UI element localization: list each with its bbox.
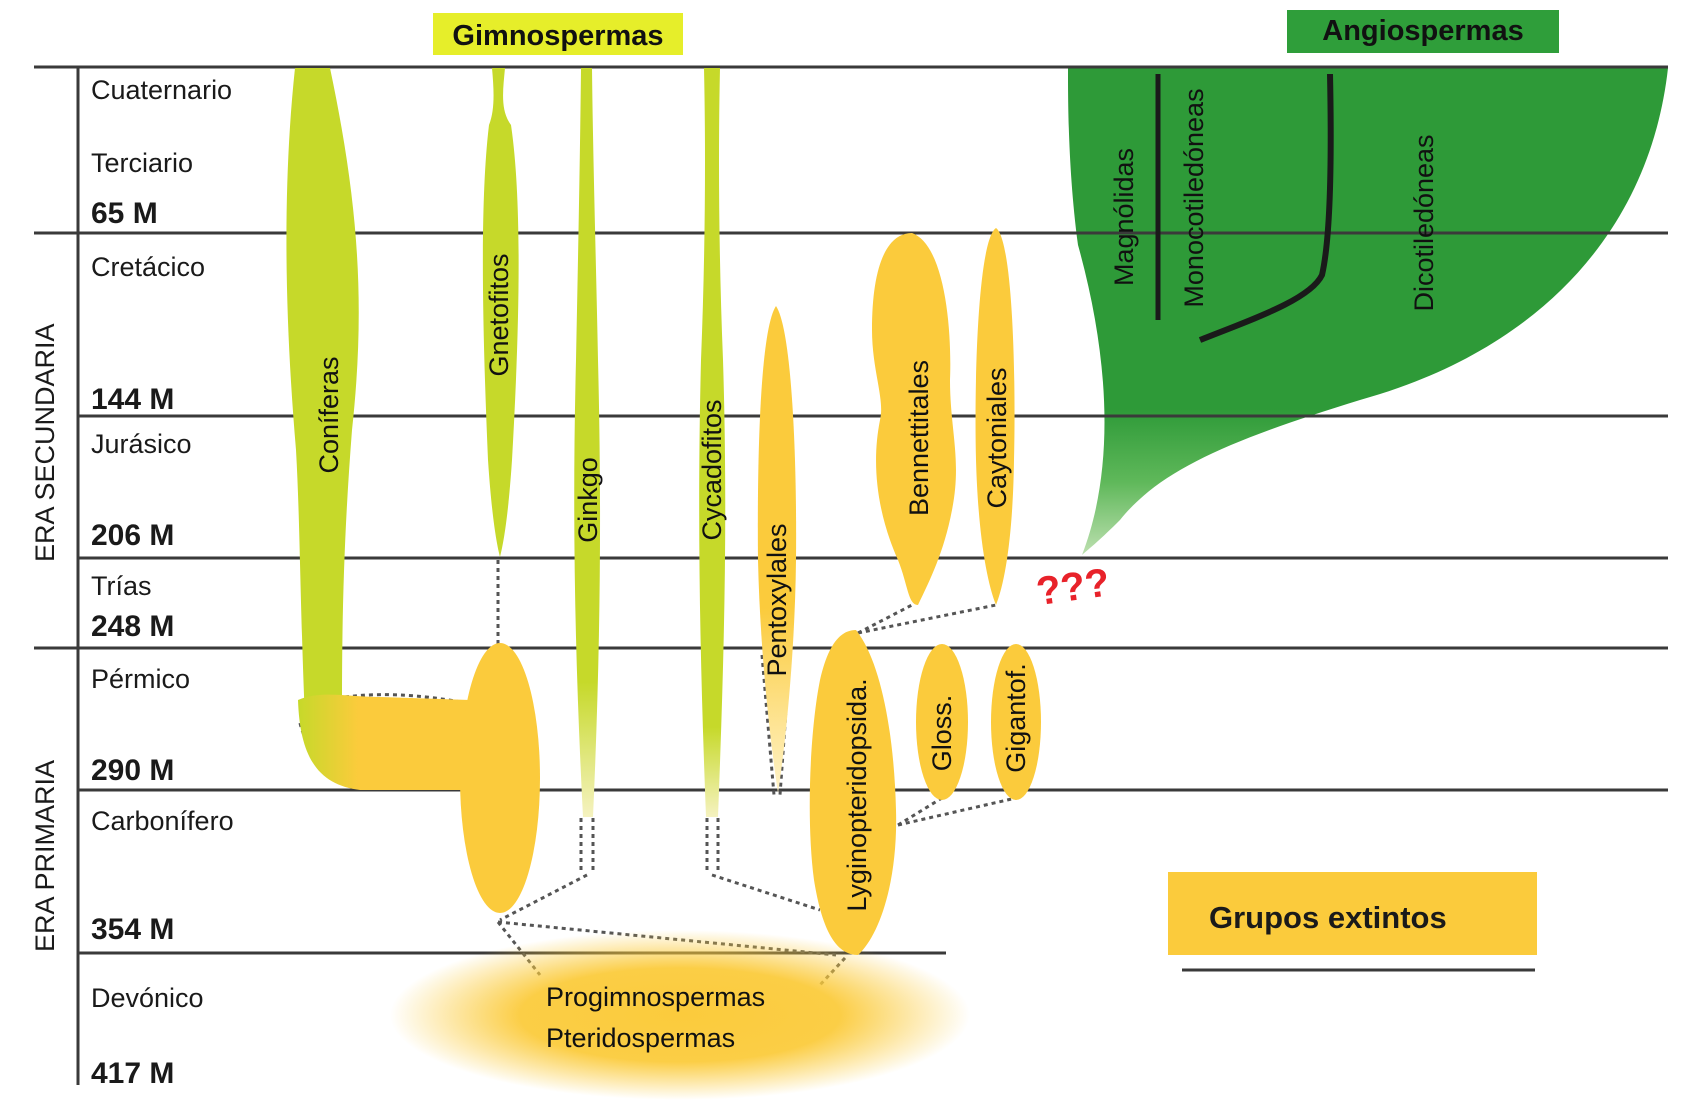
- period-terciario: Terciario: [91, 148, 193, 178]
- connector-gigantof: [897, 796, 1017, 827]
- origin-glow: [390, 930, 970, 1100]
- period-permico: Pérmico: [91, 664, 190, 694]
- origin-pteridospermas: Pteridospermas: [546, 1023, 735, 1053]
- label-gloss: Gloss.: [927, 695, 957, 772]
- mya-206: 206 M: [91, 519, 174, 552]
- label-gigantof: Gigantof.: [1001, 663, 1031, 773]
- label-bennettitales: Bennettitales: [904, 360, 934, 516]
- angiosperm-clade: [1068, 68, 1668, 555]
- label-pentoxylales: Pentoxylales: [762, 523, 792, 676]
- connector-lygino-cayto: [857, 603, 997, 635]
- mya-354: 354 M: [91, 913, 174, 946]
- caytoniales-shape: [975, 228, 1015, 605]
- gloss-shape: [916, 644, 968, 800]
- label-coniferas: Coníferas: [314, 356, 344, 473]
- legend-extinct-swatch: [1168, 872, 1537, 955]
- connector-gloss: [897, 796, 943, 827]
- label-caytoniales: Caytoniales: [982, 367, 1012, 508]
- label-ginkgo: Ginkgo: [573, 457, 603, 543]
- period-carbonifero: Carbonífero: [91, 806, 234, 836]
- mya-248: 248 M: [91, 610, 174, 643]
- pentoxylales-shape: [757, 306, 797, 793]
- mya-65: 65 M: [91, 197, 158, 230]
- era-secondary-label: ERA SECUNDARIA: [30, 323, 60, 562]
- gigantof-shape: [991, 644, 1041, 800]
- label-dicotiledoneas: Dicotiledóneas: [1409, 134, 1439, 311]
- unknown-origin-marks: ???: [1034, 560, 1113, 614]
- period-devonico: Devónico: [91, 983, 204, 1013]
- coniferas-foot: [298, 694, 470, 790]
- cycadofitos-branch: [699, 68, 726, 817]
- gnetofitos-branch: [482, 68, 519, 557]
- gymnosperms-header-bg: [433, 13, 683, 55]
- period-cuaternario: Cuaternario: [91, 75, 232, 105]
- bennettitales-shape: [872, 233, 956, 605]
- gymnosperms-header: Gimnospermas: [452, 20, 663, 52]
- lyginopteridopsida-shape: [809, 630, 897, 955]
- label-cycadofitos: Cycadofitos: [697, 399, 727, 540]
- mya-144: 144 M: [91, 383, 174, 416]
- label-lyginopteridopsida: Lyginopteridopsida.: [842, 678, 872, 911]
- dicot-mono-split-line: [1198, 73, 1334, 343]
- label-monocotiledoneas: Monocotiledóneas: [1179, 88, 1209, 307]
- label-gnetofitos: Gnetofitos: [484, 253, 514, 376]
- ginkgo-branch: [574, 68, 601, 817]
- connector-lygino-benne: [857, 603, 913, 635]
- origin-progimnospermas: Progimnospermas: [546, 982, 765, 1012]
- connector-coniferas-foot: [344, 693, 491, 710]
- period-trias: Trías: [91, 571, 152, 601]
- mya-417: 417 M: [91, 1057, 174, 1090]
- period-jurasico: Jurásico: [91, 429, 192, 459]
- legend-extinct-label: Grupos extintos: [1209, 900, 1447, 935]
- angiosperms-header: Angiospermas: [1322, 15, 1523, 47]
- coniferas-branch: [286, 68, 359, 720]
- connector-ginkgo-origin: [499, 873, 588, 922]
- connector-cycad-origin: [711, 873, 821, 912]
- angiosperms-header-bg: [1287, 10, 1559, 53]
- era-primary-label: ERA PRIMARIA: [30, 760, 60, 952]
- label-magnolidas: Magnólidas: [1109, 148, 1139, 286]
- progymnosperm-blob: [460, 643, 540, 913]
- period-cretacico: Cretácico: [91, 252, 205, 282]
- mya-290: 290 M: [91, 754, 174, 787]
